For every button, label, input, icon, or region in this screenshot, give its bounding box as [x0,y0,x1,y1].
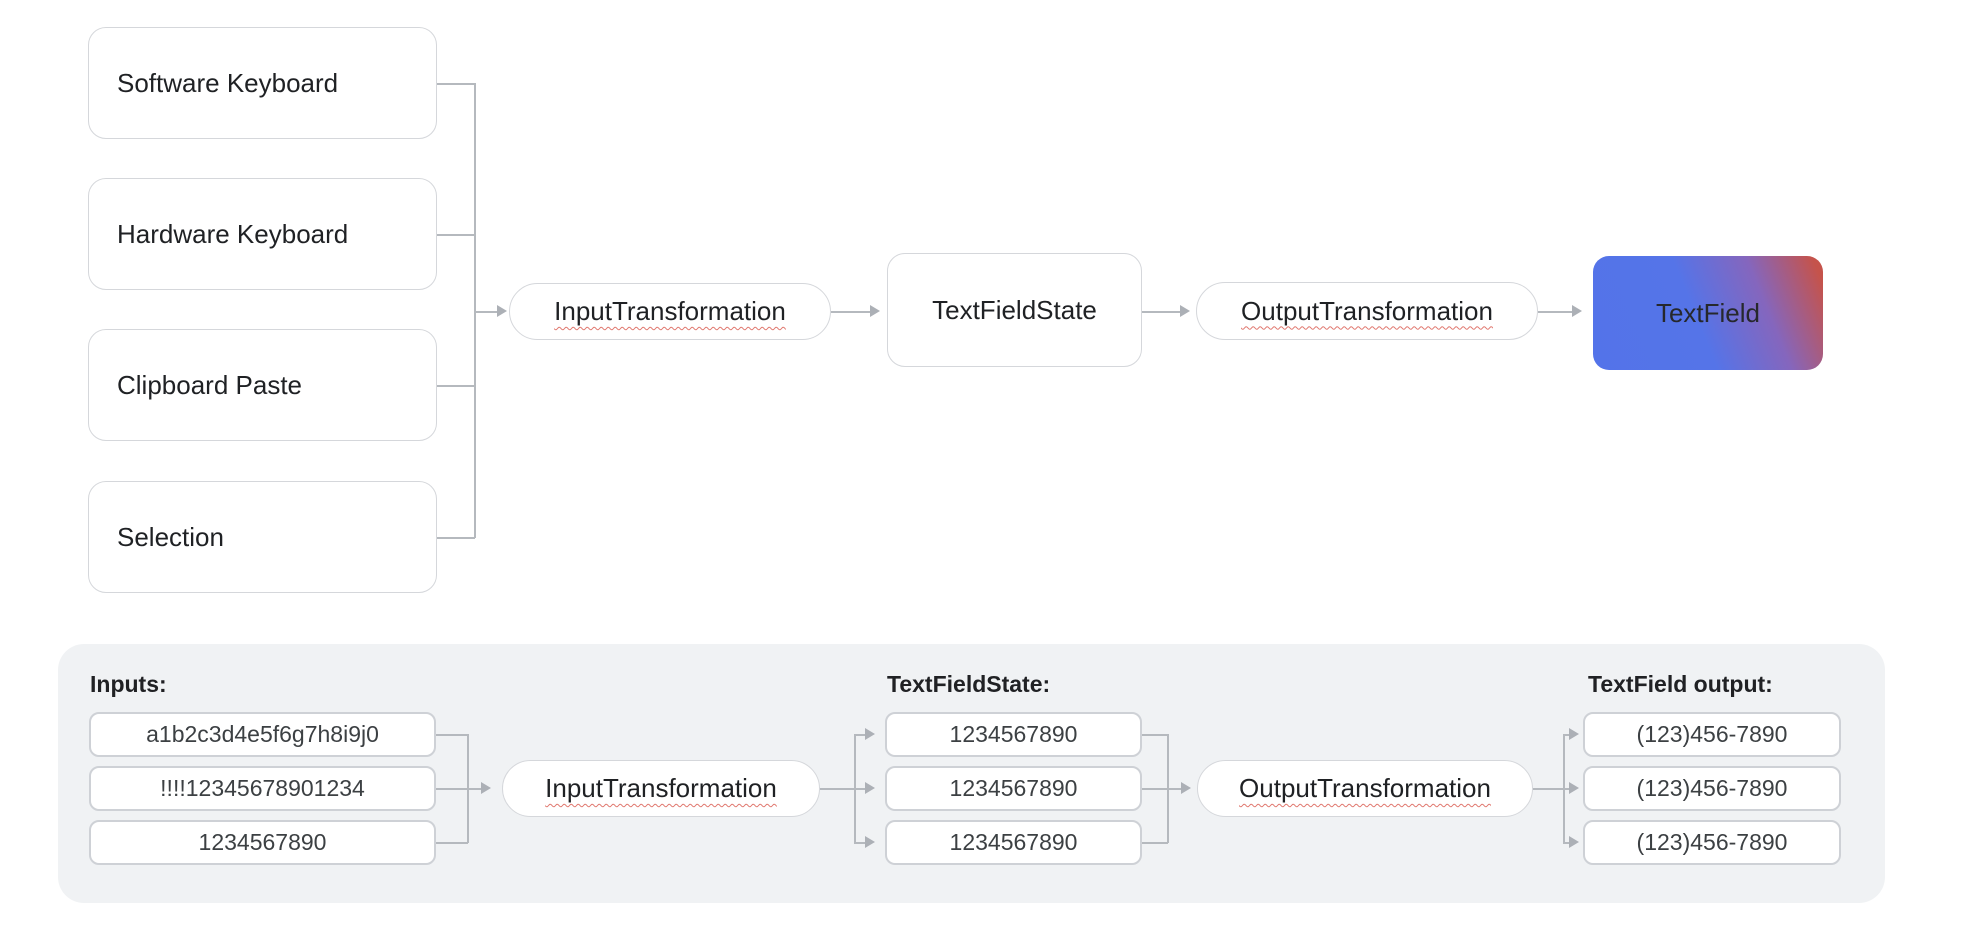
connector-line [1142,734,1168,736]
connector-line [436,788,482,790]
state-value-box: 1234567890 [885,766,1142,811]
source-box-label: Software Keyboard [117,67,339,98]
state-value-box: 1234567890 [885,820,1142,865]
arrowhead-icon [1569,728,1579,740]
source-box-software-keyboard: Software Keyboard [88,27,437,139]
source-box-label: Clipboard Paste [117,369,302,400]
connector-line [474,311,498,313]
textfieldstate-box: TextFieldState [887,253,1142,367]
connector-line [1563,842,1570,844]
output-transformation-pill: OutputTransformation [1196,282,1538,340]
arrowhead-icon [870,305,880,317]
connector-line [437,83,475,85]
textfield-box: TextField [1593,256,1823,370]
connector-line [436,734,468,736]
connector-line [467,734,469,843]
connector-line [820,788,855,790]
arrowhead-icon [1569,782,1579,794]
connector-line [437,537,475,539]
connector-line [1167,788,1182,790]
state-value: 1234567890 [949,721,1078,747]
arrowhead-icon [497,305,507,317]
input-value-box: a1b2c3d4e5f6g7h8i9j0 [89,712,436,757]
input-value: !!!!12345678901234 [160,775,365,801]
connector-line [1142,311,1181,313]
input-value-box: 1234567890 [89,820,436,865]
connector-line [831,311,871,313]
arrowhead-icon [1572,305,1582,317]
source-box-clipboard-paste: Clipboard Paste [88,329,437,441]
connector-line [474,83,476,538]
input-value: a1b2c3d4e5f6g7h8i9j0 [146,721,379,747]
arrowhead-icon [865,728,875,740]
input-transformation-pill: InputTransformation [509,283,831,340]
connector-line [437,385,475,387]
arrowhead-icon [481,782,491,794]
arrowhead-icon [1181,782,1191,794]
output-value: (123)456-7890 [1636,775,1788,801]
connector-line [854,788,866,790]
connector-line [1538,311,1573,313]
source-box-label: Hardware Keyboard [117,218,349,249]
output-transformation-pill-example: OutputTransformation [1197,760,1533,817]
arrowhead-icon [1180,305,1190,317]
source-box-label: Selection [117,521,224,552]
connector-line [436,842,468,844]
source-box-hardware-keyboard: Hardware Keyboard [88,178,437,290]
output-value-box: (123)456-7890 [1583,712,1841,757]
input-value-box: !!!!12345678901234 [89,766,436,811]
textfield-output-label: TextField output: [1588,671,1773,697]
input-transformation-label: InputTransformation [545,773,777,803]
connector-line [1533,788,1564,790]
textfieldstate-label: TextFieldState [932,294,1097,325]
output-value-box: (123)456-7890 [1583,820,1841,865]
textfield-label: TextField [1655,297,1761,328]
input-value: 1234567890 [198,829,327,855]
connector-line [854,734,866,736]
connector-line [854,842,866,844]
output-value-box: (123)456-7890 [1583,766,1841,811]
output-transformation-label: OutputTransformation [1239,773,1491,803]
input-transformation-label: InputTransformation [554,296,786,326]
output-transformation-label: OutputTransformation [1241,295,1493,326]
arrowhead-icon [1569,836,1579,848]
arrowhead-icon [865,836,875,848]
arrowhead-icon [865,782,875,794]
output-value: (123)456-7890 [1636,829,1788,855]
state-value: 1234567890 [949,829,1078,855]
state-value: 1234567890 [949,775,1078,801]
inputs-label: Inputs: [90,671,167,697]
connector-line [1142,788,1168,790]
input-transformation-pill-example: InputTransformation [502,760,820,817]
connector-line [1563,734,1570,736]
textfieldstate-column-label: TextFieldState: [887,671,1051,697]
source-box-selection: Selection [88,481,437,593]
connector-line [1142,842,1168,844]
state-value-box: 1234567890 [885,712,1142,757]
output-value: (123)456-7890 [1636,721,1788,747]
connector-line [1563,788,1570,790]
connector-line [437,234,475,236]
